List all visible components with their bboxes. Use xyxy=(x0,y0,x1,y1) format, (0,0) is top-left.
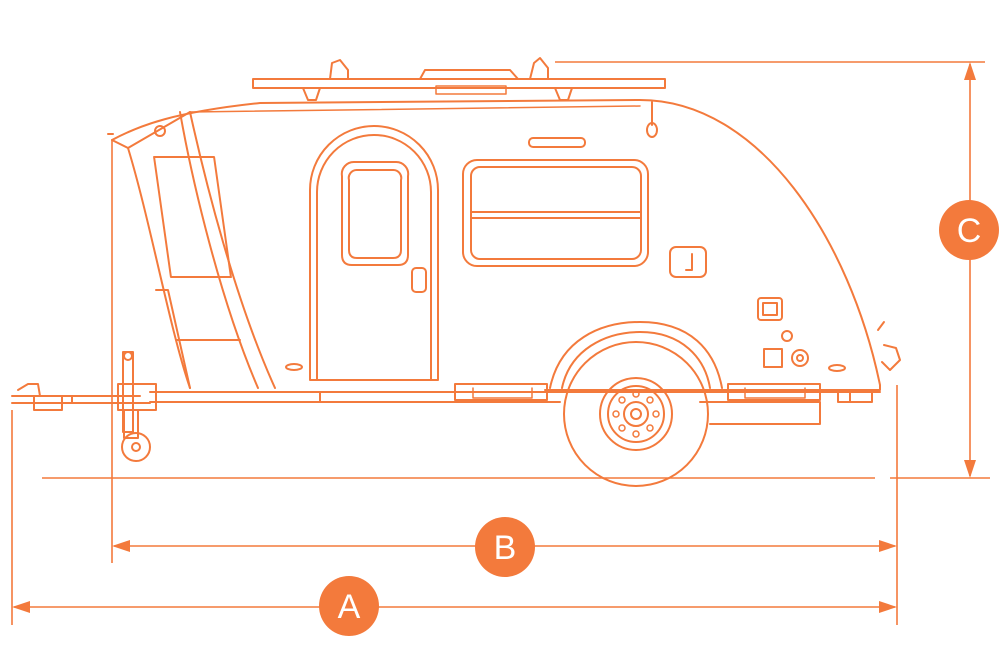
wheel xyxy=(563,341,709,487)
front-panel xyxy=(127,147,191,389)
entry-door xyxy=(309,125,439,381)
trailer-drawing xyxy=(11,57,901,487)
dimension-c: C xyxy=(939,62,999,478)
trailer-shell xyxy=(111,99,881,391)
dimension-c-label: C xyxy=(957,212,982,250)
dimension-a: A xyxy=(12,576,897,636)
utility-hatch xyxy=(669,246,707,278)
dimension-b-label: B xyxy=(494,529,517,567)
roof-rack xyxy=(252,57,666,101)
wheel-fender xyxy=(549,321,723,389)
dimension-b: B xyxy=(112,517,897,577)
dimension-a-label: A xyxy=(338,588,361,626)
side-window xyxy=(462,159,649,267)
frame-rail xyxy=(149,383,881,425)
hitch-tongue xyxy=(11,383,151,411)
roof-light xyxy=(528,137,586,148)
jack-stand xyxy=(117,351,157,462)
